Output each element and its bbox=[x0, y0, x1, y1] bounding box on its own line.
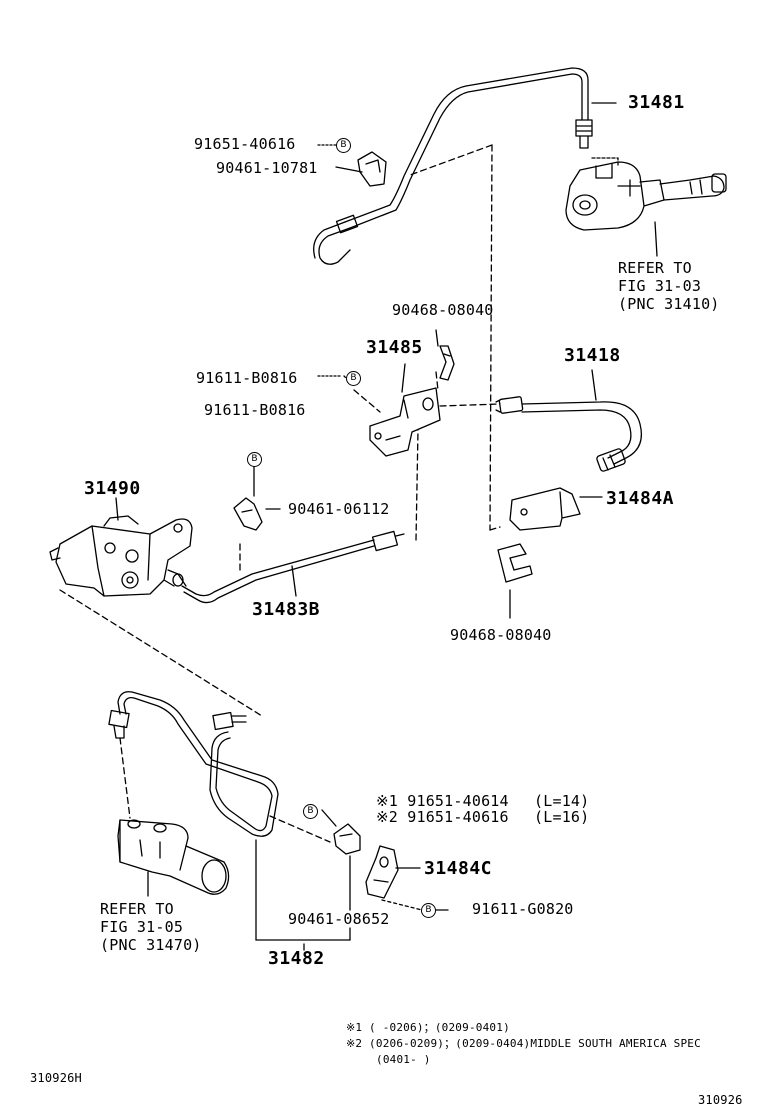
label-31485: 31485 bbox=[366, 337, 423, 358]
footnote-3: (0401- ) bbox=[376, 1053, 431, 1066]
reference-lines bbox=[59, 144, 501, 843]
clutch-release-cylinder bbox=[117, 819, 230, 897]
bolt-marker: B bbox=[303, 804, 318, 819]
bolt-marker: B bbox=[247, 452, 262, 467]
label-90468-08040-top: 90468-08040 bbox=[392, 301, 494, 319]
label-31484A: 31484A bbox=[606, 488, 675, 509]
bolt-marker: B bbox=[346, 371, 361, 386]
label-91651-40614: ※1 91651-40614 bbox=[376, 792, 509, 810]
clamp-90461-10781 bbox=[357, 151, 387, 187]
bracket-31485 bbox=[369, 387, 441, 457]
label-90468-08040-bottom: 90468-08040 bbox=[450, 626, 552, 644]
valve-31490 bbox=[49, 497, 193, 597]
bolt-marker: B bbox=[336, 138, 351, 153]
hose-31418 bbox=[495, 369, 643, 472]
clip-90468-08040-top bbox=[439, 345, 455, 381]
label-91651-40616: 91651-40616 bbox=[194, 135, 296, 153]
label-91611-B0816-b: 91611-B0816 bbox=[204, 401, 306, 419]
clip-90468-08040-bottom bbox=[497, 543, 533, 583]
label-90461-06112: 90461-06112 bbox=[288, 500, 390, 518]
label-90461-10781: 90461-10781 bbox=[216, 159, 318, 177]
label-31484C: 31484C bbox=[424, 858, 493, 879]
refer-top-line1: REFER TO bbox=[618, 259, 692, 277]
label-91651-40616-length: (L=16) bbox=[534, 808, 590, 826]
label-91611-G0820: 91611-G0820 bbox=[472, 900, 574, 918]
tube-31482 bbox=[108, 691, 279, 837]
label-31483B: 31483B bbox=[252, 599, 321, 620]
footnote-2: ※2 (0206-0209)；(0209-0404)MIDDLE SOUTH A… bbox=[346, 1037, 701, 1050]
refer-bottom-line3: (PNC 31470) bbox=[100, 936, 202, 954]
label-31481: 31481 bbox=[628, 92, 685, 113]
tube-31483B bbox=[181, 530, 405, 604]
footnote-1: ※1 ( -0206)；(0209-0401) bbox=[346, 1021, 510, 1034]
label-31490: 31490 bbox=[84, 478, 141, 499]
bolt-marker: B bbox=[421, 903, 436, 918]
label-90461-08652: 90461-08652 bbox=[288, 910, 390, 928]
clamp-90461-06112 bbox=[233, 497, 263, 531]
refer-bottom-line1: REFER TO bbox=[100, 900, 174, 918]
refer-top-line3: (PNC 31410) bbox=[618, 295, 720, 313]
tube-31481 bbox=[313, 67, 593, 265]
refer-top-line2: FIG 31-03 bbox=[618, 277, 702, 295]
diagram-code-left: 310926H bbox=[30, 1071, 82, 1085]
bracket-31484C bbox=[365, 845, 421, 899]
label-31482: 31482 bbox=[268, 948, 325, 969]
label-31418: 31418 bbox=[564, 345, 621, 366]
clutch-master-cylinder bbox=[565, 157, 727, 257]
label-91611-B0816-a: 91611-B0816 bbox=[196, 369, 298, 387]
label-91651-40616-b: ※2 91651-40616 bbox=[376, 808, 509, 826]
diagram-code-right: 310926 bbox=[698, 1093, 743, 1107]
bracket-31484A bbox=[509, 487, 603, 531]
clamp-90461-08652 bbox=[333, 823, 361, 911]
refer-bottom-line2: FIG 31-05 bbox=[100, 918, 184, 936]
label-91651-40614-length: (L=14) bbox=[534, 792, 590, 810]
